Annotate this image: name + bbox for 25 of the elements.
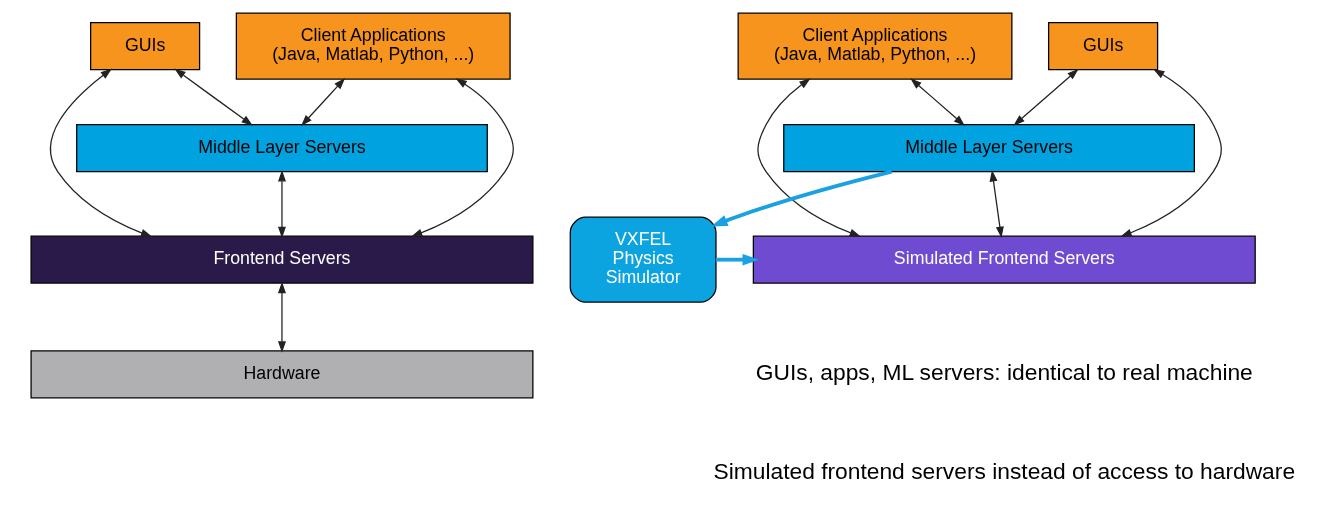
node-box: VXFEL Physics Simulator [569, 216, 717, 303]
arrow [711, 169, 893, 227]
arrow [277, 170, 286, 239]
arrow [301, 78, 346, 127]
arrow [910, 78, 966, 126]
arrow [1013, 68, 1079, 126]
node-box: Client Applications (Java, Matlab, Python, ...) [737, 12, 1013, 80]
arrow [49, 68, 153, 237]
arrow [989, 170, 1004, 239]
arrow [277, 281, 286, 353]
arrow [716, 253, 760, 266]
arrow [757, 78, 862, 237]
label: GUIs, apps, ML servers: identical to real machine [755, 358, 1253, 385]
node-box: Simulated Frontend Servers [752, 235, 1256, 284]
node-box: Middle Layer Servers [783, 124, 1195, 173]
node-box: Client Applications (Java, Matlab, Python, ...) [235, 12, 511, 80]
arrow [410, 78, 514, 237]
label: Simulated frontend servers instead of access to hardware [713, 457, 1296, 484]
arrow [1120, 68, 1222, 237]
arrow [174, 68, 253, 126]
node-box: Hardware [30, 350, 534, 399]
node-box: Frontend Servers [30, 235, 534, 284]
node-box: GUIs [1048, 22, 1159, 71]
node-box: Middle Layer Servers [76, 124, 488, 173]
node-box: GUIs [90, 22, 201, 71]
